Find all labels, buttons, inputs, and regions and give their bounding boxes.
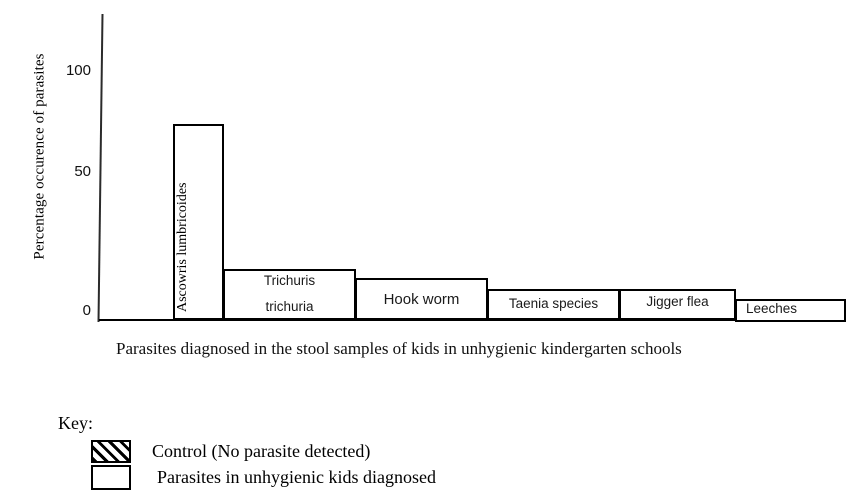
bar-taenia-species: Taenia species: [487, 289, 620, 320]
bar-label-leeches: Leeches: [746, 301, 798, 316]
x-axis-line: [99, 319, 846, 321]
y-axis-title: Percentage occurence of parasites: [31, 53, 48, 260]
bar-trichuris-trichuria: Trichuris trichuria: [223, 269, 356, 320]
y-tick-label-100: 100: [65, 62, 91, 79]
legend-item-control: Control (No parasite detected): [91, 440, 370, 463]
legend-label-parasites: Parasites in unhygienic kids diagnosed: [157, 467, 436, 487]
bar-hook-worm: Hook worm: [355, 278, 488, 320]
legend-item-parasites: Parasites in unhygienic kids diagnosed: [91, 465, 436, 490]
legend: Key: Control (No parasite detected) Para…: [58, 412, 436, 490]
legend-swatch-hatched-icon: [91, 440, 131, 463]
bar-jigger-flea: Jigger flea: [619, 289, 736, 320]
y-axis-line: [96, 13, 104, 323]
x-axis-caption: Parasites diagnosed in the stool samples…: [116, 339, 682, 358]
legend-label-control: Control (No parasite detected): [152, 441, 371, 461]
bar-label-taenia-species: Taenia species: [508, 296, 599, 311]
y-tick-label-0: 0: [82, 302, 91, 319]
bar-ascowris-lumbricoides: Ascowris lumbricoides: [173, 124, 224, 320]
bar-label-hook-worm: Hook worm: [383, 291, 460, 308]
bar-label-trichuris-trichuria-line2: trichuria: [265, 299, 314, 314]
y-tick-label-50: 50: [74, 163, 91, 180]
legend-swatch-plain-icon: [91, 465, 131, 490]
bar-label-jigger-flea: Jigger flea: [646, 294, 709, 309]
bar-label-trichuris-trichuria-line1: Trichuris: [263, 273, 316, 288]
bar-label-ascowris-lumbricoides: Ascowris lumbricoides: [174, 182, 190, 312]
bar-leeches: Leeches: [735, 299, 846, 322]
legend-title: Key:: [58, 413, 93, 433]
